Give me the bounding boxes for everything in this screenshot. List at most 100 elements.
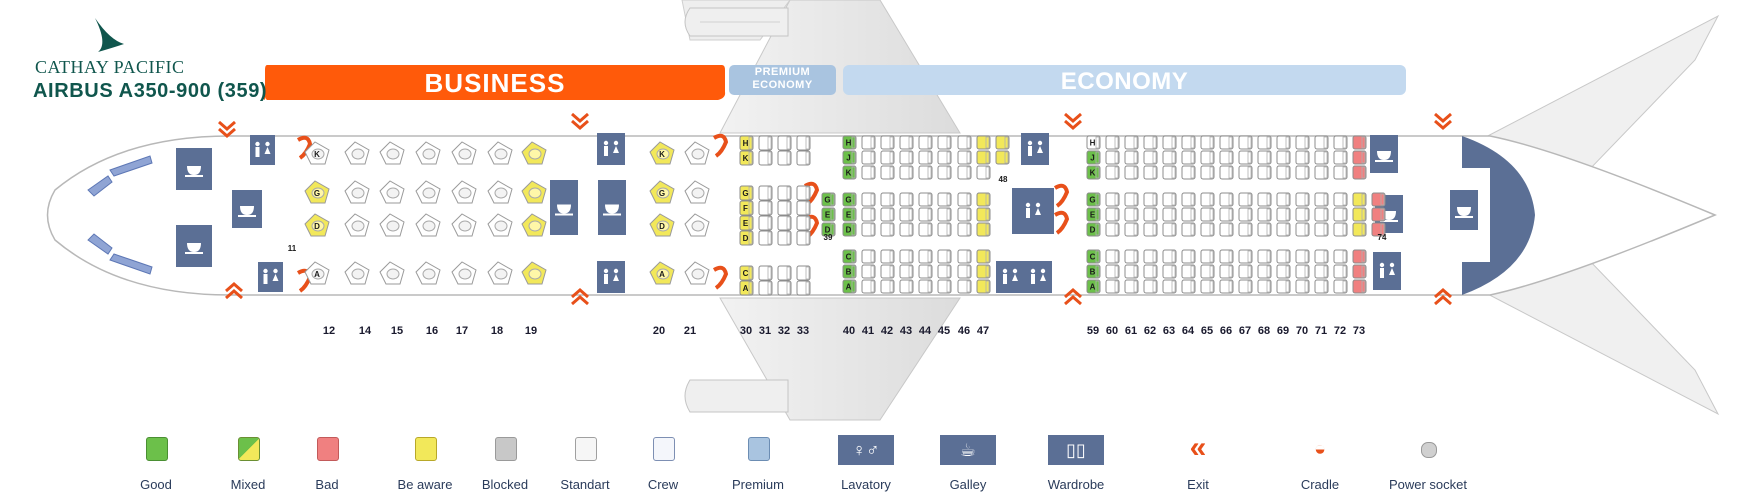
business-seat (521, 213, 547, 237)
legend-label: Standart (560, 477, 610, 492)
economy-seat (880, 192, 895, 207)
economy-seat (1181, 207, 1196, 222)
economy-seat (1371, 222, 1386, 237)
economy-seat (957, 192, 972, 207)
economy-seat: K (842, 165, 857, 180)
premium-seat (796, 135, 811, 151)
economy-seat (1162, 264, 1177, 279)
economy-seat (1276, 207, 1291, 222)
economy-seat (1314, 192, 1329, 207)
economy-seat: H (842, 135, 857, 150)
economy-seat (1238, 165, 1253, 180)
economy-seat (1200, 192, 1215, 207)
business-seat (344, 213, 370, 237)
lavatory-icon (258, 262, 283, 292)
seat-letter: H (1090, 139, 1096, 148)
economy-seat (861, 249, 876, 264)
economy-seat (918, 279, 933, 294)
premium-seat (758, 265, 773, 281)
economy-seat (1162, 192, 1177, 207)
economy-seat (1162, 222, 1177, 237)
premium-seat (777, 150, 792, 166)
economy-seat (1333, 135, 1348, 150)
galley-icon (1450, 190, 1478, 230)
galley-icon (1370, 135, 1398, 173)
economy-seat: G (1086, 192, 1101, 207)
economy-seat (1295, 165, 1310, 180)
economy-seat (1143, 192, 1158, 207)
economy-seat (1333, 279, 1348, 294)
economy-seat (937, 249, 952, 264)
premium-seat (758, 230, 773, 246)
economy-seat (861, 279, 876, 294)
business-seat: D (649, 213, 675, 237)
economy-seat (1257, 135, 1272, 150)
premium-seat (777, 230, 792, 246)
row-39-label: 39 (824, 233, 833, 242)
blocked-seat-icon (495, 437, 517, 461)
seat-letter: K (314, 150, 320, 159)
business-seat: K (649, 141, 675, 165)
economy-seat: E (1086, 207, 1101, 222)
premium-seat (777, 200, 792, 216)
business-seat (344, 141, 370, 165)
economy-seat (976, 207, 991, 222)
wardrobe-icon: ▯▯ (1048, 435, 1104, 465)
business-seat (451, 141, 477, 165)
cradle-icon: ◒ (1313, 438, 1327, 460)
economy-seat (976, 222, 991, 237)
economy-seat (880, 249, 895, 264)
premium-row-number: 31 (759, 325, 771, 337)
economy-seat (861, 135, 876, 150)
economy-seat (1181, 165, 1196, 180)
economy-seat (918, 192, 933, 207)
economy-seat (1219, 249, 1234, 264)
economy-seat (1105, 207, 1120, 222)
crew-seat-icon (653, 437, 675, 461)
premium-economy-title-line2: ECONOMY (752, 79, 813, 91)
economy-seat (957, 249, 972, 264)
economy-seat: K (1086, 165, 1101, 180)
business-seat (487, 261, 513, 285)
economy-seat (1219, 192, 1234, 207)
economy-seat (1200, 207, 1215, 222)
power-socket-icon (1421, 442, 1437, 458)
business-seat (451, 213, 477, 237)
economy-seat (1162, 135, 1177, 150)
economy-seat (1352, 135, 1367, 150)
economy-seat (918, 135, 933, 150)
seat-letter: G (742, 189, 748, 198)
legend-item-lavatory: ♀♂Lavatory (811, 435, 921, 497)
seat-letter: D (1090, 226, 1096, 235)
economy-seat (976, 279, 991, 294)
seat-letter: A (846, 283, 852, 292)
legend-item-exit: «Exit (1143, 433, 1253, 497)
economy-seat (1238, 150, 1253, 165)
legend-label: Good (140, 477, 172, 492)
premium-seat (758, 135, 773, 151)
economy-seat (1333, 150, 1348, 165)
galley-icon (176, 148, 212, 190)
mixed-seat-icon (238, 437, 260, 461)
business-banner (262, 65, 726, 100)
legend-label: Be aware (397, 477, 453, 492)
lavatory-icon (1012, 188, 1054, 234)
seat-letter: K (846, 169, 852, 178)
economy-seat: G (842, 192, 857, 207)
economy-seat (976, 135, 991, 150)
economy-seat (1238, 192, 1253, 207)
economy-seat (937, 135, 952, 150)
economy-seat (1124, 135, 1139, 150)
cradle-icon (296, 135, 313, 160)
business-seat (487, 213, 513, 237)
economy-seat (1200, 150, 1215, 165)
economy-seat (918, 150, 933, 165)
legend-item-standart: Standart (530, 437, 640, 497)
seat-letter: B (1090, 268, 1096, 277)
rear-galley (1462, 136, 1535, 295)
row-74-label: 74 (1378, 233, 1387, 242)
seat-letter: D (314, 222, 320, 231)
legend-label: Crew (647, 477, 679, 492)
legend-label: Mixed (230, 477, 266, 492)
